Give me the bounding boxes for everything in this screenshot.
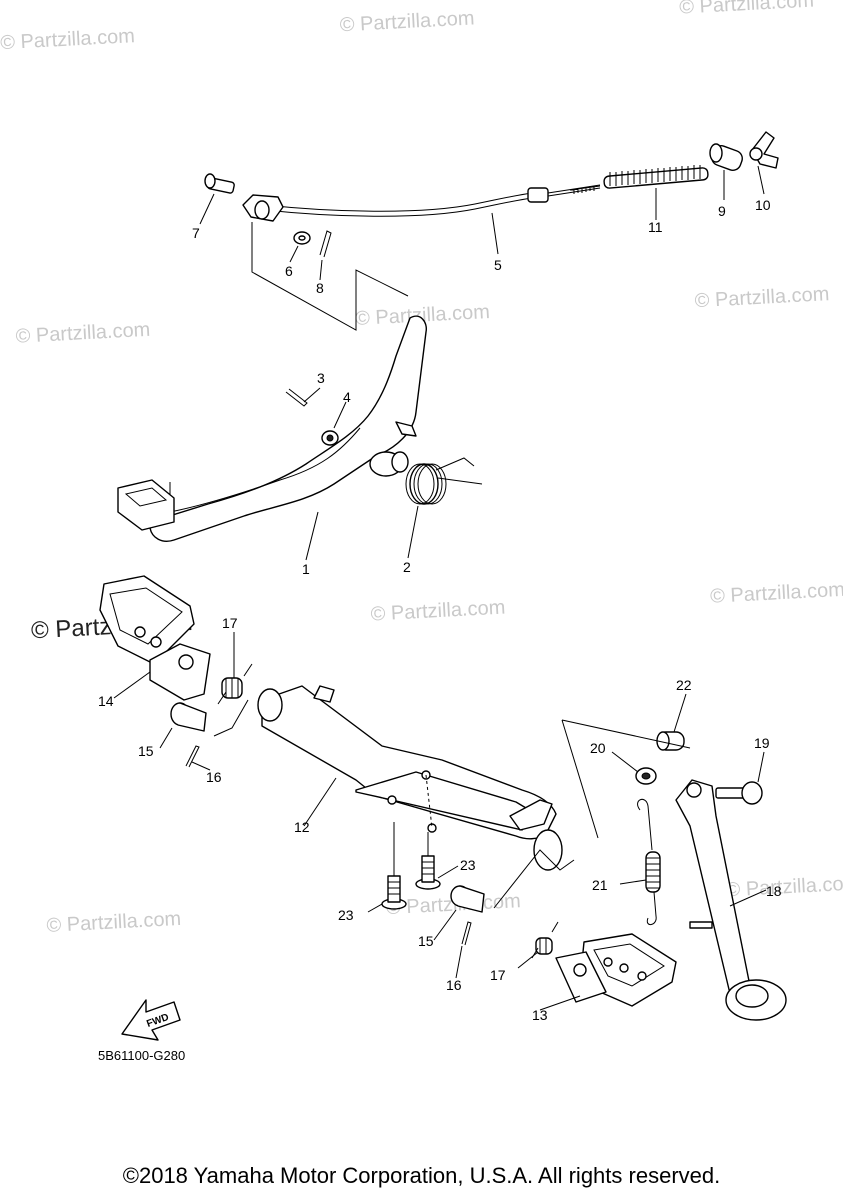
footrest-pin [450,885,485,913]
sidestand-bolt [715,781,763,805]
part-label: 9 [718,203,726,219]
part-label: 15 [418,933,434,949]
watermark: © Partzilla.com [15,319,151,348]
part-label: 21 [592,877,608,893]
brake-pedal [117,315,427,542]
return-spring [405,457,483,505]
collar [635,767,657,785]
part-label: 2 [403,559,411,575]
watermark: © Partzilla.com [370,597,506,626]
part-label: 17 [222,615,238,631]
brake-rod-assembly [204,131,779,331]
brake-rod [264,191,541,212]
watermark: © Partzilla.com [679,0,815,19]
wing-nut [749,131,779,169]
watermark: © Partzilla.com [725,872,843,901]
fwd-arrow: FWD [121,999,181,1041]
footrest-bar [257,685,563,871]
part-label: 14 [98,693,114,709]
washer [321,430,339,446]
sidestand [675,779,787,1021]
part-label: 23 [338,907,354,923]
spring [603,165,709,189]
watermark: © Partzilla.com [46,908,182,937]
part-label: 11 [648,219,663,235]
part-label: 23 [460,857,476,873]
leader-lines [113,165,767,1011]
part-label: 1 [302,561,310,577]
watermark: © Partzilla.com [694,283,830,312]
watermark: © Partzilla.com [339,7,475,36]
footrest-pin [170,702,207,732]
part-label: 3 [317,370,325,386]
footrest-spring [217,663,253,705]
watermark: © Partzilla.com [710,579,843,608]
collar [656,731,685,751]
part-label: 7 [192,225,200,241]
part-label: 17 [490,967,506,983]
left-footrest [99,575,211,701]
part-label: 12 [294,819,310,835]
part-label: 10 [755,197,771,213]
cotter-pin [285,388,308,407]
cotter-pin [461,921,472,946]
washer [293,231,311,245]
diagram-code: 5B61100-G280 [98,1048,186,1063]
clevis-pin [204,173,235,194]
cotter-pin [185,745,200,768]
part-label: 18 [766,883,782,899]
copyright-notice: ©2018 Yamaha Motor Corporation, U.S.A. A… [122,1163,721,1188]
part-label: 15 [138,743,154,759]
part-label: 5 [494,257,502,273]
part-labels: 1 2 3 4 5 6 7 8 9 10 11 12 13 14 15 15 1… [98,197,782,1023]
footrest-spring [531,921,559,959]
right-footrest [555,933,677,1007]
part-label: 6 [285,263,293,279]
flange-bolt [381,875,407,910]
part-label: 13 [532,1007,548,1023]
brake-rod-joint [709,143,743,171]
rod-clevis [242,194,284,222]
part-label: 19 [754,735,770,751]
part-label: 4 [343,389,351,405]
sidestand-spring [637,798,661,925]
part-label: 16 [446,977,462,993]
watermark: © Partzilla.com [0,25,135,54]
cotter-pin [319,230,332,258]
flange-bolt [415,855,441,890]
part-label: 22 [676,677,692,693]
part-label: 20 [590,740,606,756]
part-label: 8 [316,280,324,296]
part-label: 16 [206,769,222,785]
